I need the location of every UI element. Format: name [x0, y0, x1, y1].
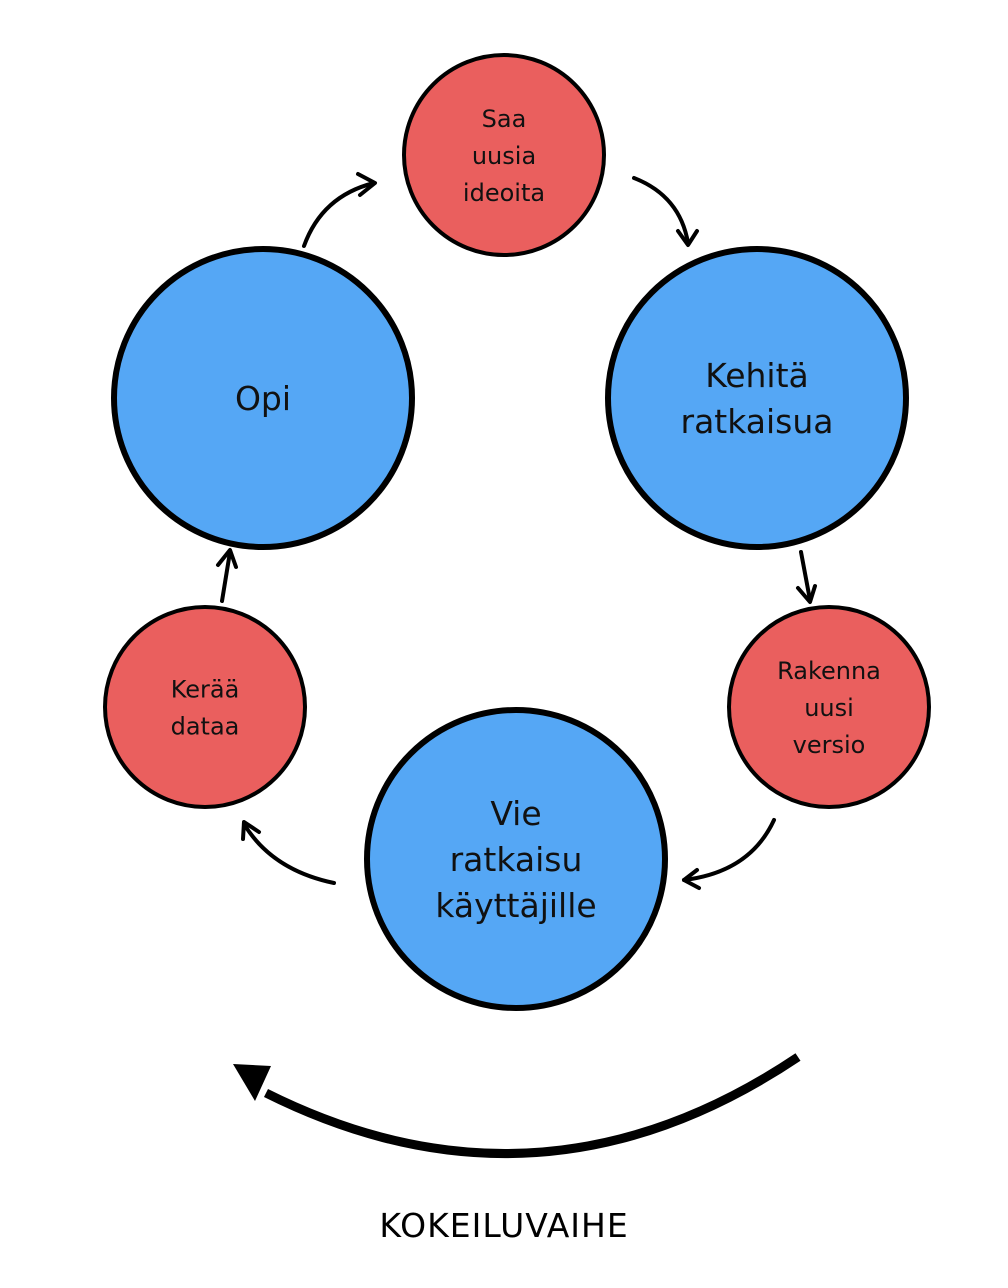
node-label-line: ratkaisu	[450, 840, 583, 879]
node-circle	[364, 707, 668, 1011]
node-label-line: Opi	[235, 379, 291, 418]
node-label-line: ratkaisua	[681, 402, 834, 441]
node-label-line: Rakenna	[777, 657, 881, 685]
node-label-line: Saa	[482, 105, 527, 133]
node-opi: Opi	[111, 246, 415, 550]
node-label-line: Kerää	[171, 676, 240, 704]
node-label-line: dataa	[171, 713, 240, 741]
node-saa-uusia-ideoita: Saa uusia ideoita	[402, 53, 606, 257]
phase-arrow	[233, 1053, 801, 1159]
phase-label: KOKEILUVAIHE	[379, 1206, 628, 1245]
node-label-line: käyttäjille	[435, 886, 596, 925]
node-circle	[402, 53, 606, 257]
arrow-kehita-to-rakenna	[796, 550, 817, 604]
node-label-line: uusi	[804, 694, 854, 722]
node-label-line: Vie	[490, 794, 541, 833]
node-circle	[103, 605, 307, 809]
arrow-rakenna-to-vie	[682, 818, 776, 890]
node-keraa-dataa: Kerää dataa	[103, 605, 307, 809]
arrow-opi-to-ideas	[302, 172, 377, 248]
arrow-vie-to-keraa	[241, 820, 336, 885]
node-label-line: Kehitä	[705, 356, 809, 395]
node-circle	[605, 246, 909, 550]
phase-arrow-head-icon	[233, 1064, 271, 1101]
node-circle	[111, 246, 415, 550]
node-kehita-ratkaisua: Kehitä ratkaisua	[605, 246, 909, 550]
node-circle	[727, 605, 931, 809]
arrow-keraa-to-opi	[216, 548, 238, 603]
node-vie-ratkaisu-kayttajille: Vie ratkaisu käyttäjille	[364, 707, 668, 1011]
node-rakenna-uusi-versio: Rakenna uusi versio	[727, 605, 931, 809]
node-label-line: uusia	[472, 142, 536, 170]
arrow-ideas-to-kehita	[632, 176, 699, 247]
node-label-line: versio	[793, 731, 866, 759]
node-label-line: ideoita	[463, 179, 545, 207]
